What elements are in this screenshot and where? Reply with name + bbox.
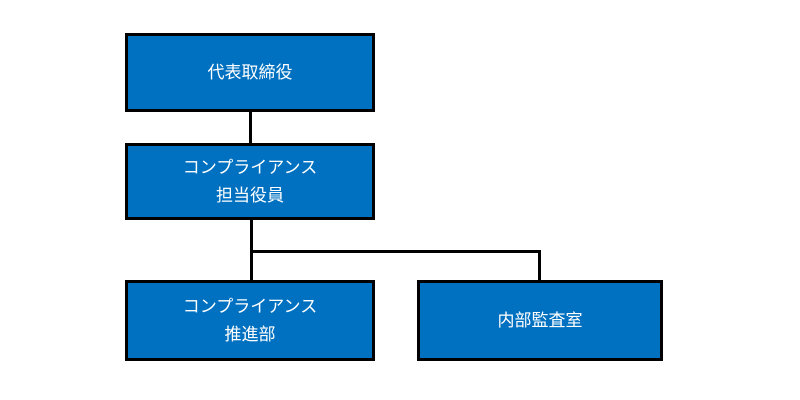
org-box-label: 内部監査室 — [497, 310, 583, 330]
org-box-compliance-officer: コンプライアンス 担当役員 — [125, 143, 375, 220]
org-box-label-line2: 担当役員 — [216, 185, 284, 205]
org-box-internal-audit-office: 内部監査室 — [417, 280, 663, 361]
org-box-label-line2: 推進部 — [224, 324, 276, 344]
org-box-representative-director: 代表取締役 — [125, 33, 375, 112]
org-box-label-line1: コンプライアンス — [182, 157, 318, 177]
org-box-compliance-promotion-dept: コンプライアンス 推進部 — [125, 280, 375, 361]
connector-director-to-officer — [249, 112, 252, 143]
org-box-label: 代表取締役 — [207, 62, 293, 82]
org-box-label-line1: コンプライアンス — [182, 296, 318, 316]
connector-branch-horizontal — [250, 250, 541, 253]
connector-branch-to-audit-office — [538, 250, 541, 280]
